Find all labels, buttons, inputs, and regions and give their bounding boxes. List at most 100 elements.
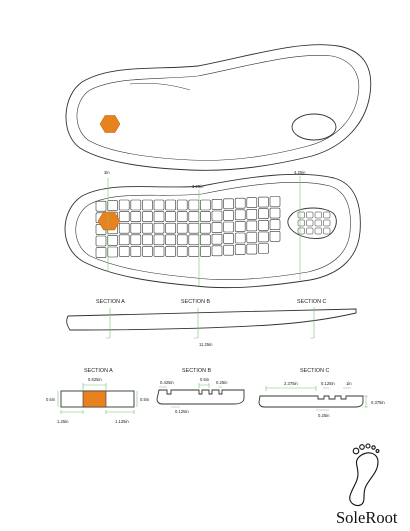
cushion-cell — [223, 198, 234, 210]
toe-pad-cell — [323, 227, 331, 235]
cushion-cell — [200, 222, 211, 234]
side-section-a-label: SECTION A — [96, 299, 125, 305]
toe-4 — [371, 445, 376, 450]
cushion-cell — [142, 246, 153, 257]
toe-pad-cell — [306, 219, 314, 227]
cushion-cell — [246, 220, 258, 232]
cushion-cell — [118, 246, 130, 257]
section-a-dim-3: 1.25in — [57, 419, 69, 424]
cushion-cell — [200, 199, 211, 211]
heel-hexagon-marker — [99, 115, 121, 133]
section-b-marker — [194, 308, 199, 339]
toe-2 — [359, 444, 365, 450]
toe-pad-cell — [323, 211, 331, 219]
section-c-dim-0: 2.375in — [284, 381, 298, 386]
section-a-title: SECTION A — [84, 368, 113, 374]
cushion-cell — [176, 211, 188, 222]
width-marker-3: 4.25in — [294, 170, 306, 175]
cushion-cell — [258, 220, 269, 231]
toe-pad-cell — [306, 211, 314, 219]
cushion-cell — [234, 209, 246, 221]
cushion-cell — [258, 196, 269, 208]
section-a-dim-2: 0.5in — [140, 397, 150, 402]
width-marker-1: 3in — [104, 170, 110, 175]
toe-pad-grid — [297, 211, 331, 235]
section-a-insert — [82, 390, 107, 408]
toe-pad-cell — [323, 219, 331, 227]
cushion-cell — [118, 234, 130, 246]
cushion-cell — [246, 197, 258, 208]
cushion-cell — [223, 233, 234, 244]
cushion-cell — [153, 211, 165, 222]
section-c-dim-1: 0.125in — [321, 381, 335, 386]
insole-outer-outline — [65, 44, 372, 171]
side-section-c-label: SECTION C — [297, 299, 326, 305]
footprint-logo-icon — [349, 443, 380, 507]
insole-top-view — [65, 44, 372, 171]
section-a-dim-0: 0.625in — [88, 377, 102, 382]
cushion-cell — [176, 222, 188, 234]
section-b-dim-lines — [159, 383, 222, 408]
cushion-cell — [188, 234, 200, 246]
cushion-cell — [153, 246, 165, 257]
cushion-cell — [165, 222, 176, 234]
cushion-cell — [200, 246, 211, 257]
section-b-dim-0: 0.425in — [160, 380, 174, 385]
cushion-cell — [95, 247, 107, 258]
grid-hexagon-marker — [97, 211, 121, 231]
cushion-cell — [176, 246, 188, 257]
cushion-cell — [130, 234, 142, 246]
toe-1 — [352, 447, 360, 455]
section-c-dim-3: 0.375in — [371, 400, 385, 405]
cushion-cell — [246, 243, 258, 255]
section-c-dim-4: 0.25in — [318, 413, 330, 418]
cushion-cell — [153, 199, 165, 211]
width-marker-2: 3.25in — [192, 184, 204, 189]
insole-side-profile — [66, 308, 357, 331]
cushion-cell — [153, 222, 165, 234]
cushion-cell — [269, 231, 281, 242]
toe-pad-cell — [314, 219, 322, 227]
side-section-b-label: SECTION B — [181, 299, 210, 305]
length-dimension: 11.25in — [199, 342, 213, 347]
cushion-cell — [130, 199, 142, 211]
section-a-dim-1: 0.5in — [46, 397, 56, 402]
cushion-cell — [223, 210, 234, 221]
cushion-cell — [165, 199, 176, 211]
section-c-title: SECTION C — [300, 368, 329, 374]
cushion-cell — [200, 211, 211, 222]
cushion-cell — [188, 246, 200, 257]
cushion-cell — [142, 199, 153, 211]
section-b-drawing — [156, 383, 245, 408]
section-c-marker — [310, 307, 315, 339]
cushion-cell — [200, 234, 211, 246]
cushion-cell — [130, 222, 142, 234]
cushion-cell — [188, 211, 200, 222]
toe-pad-cell — [314, 211, 322, 219]
side-section-markers — [106, 307, 315, 339]
cushion-cell — [118, 199, 130, 211]
section-b-dim-3: 0.125in — [175, 409, 189, 414]
section-c-dim-2: 1in — [346, 381, 352, 386]
cushion-cell — [258, 243, 269, 254]
cushion-cell — [269, 219, 281, 230]
footprint-sole — [349, 452, 379, 507]
cushion-cell — [211, 233, 223, 245]
insole-inner-outline — [76, 55, 360, 161]
section-c-drawing — [258, 386, 368, 411]
toe-pad-cell — [297, 219, 305, 227]
cushion-cell — [95, 235, 107, 247]
cushion-cell — [142, 211, 153, 222]
cushion-cell — [234, 221, 246, 232]
toe-pad-cell — [297, 211, 305, 219]
toe-5 — [375, 449, 380, 453]
cushion-cell — [165, 246, 176, 257]
toe-pad-cell — [297, 227, 305, 235]
cushion-cell — [188, 222, 200, 234]
cushion-cell — [234, 197, 246, 209]
toe-pad-outline — [287, 207, 337, 239]
cushion-cell — [234, 244, 246, 255]
cushion-cell — [188, 199, 200, 211]
cushion-cell — [142, 222, 153, 234]
section-a-drawing — [57, 383, 138, 414]
